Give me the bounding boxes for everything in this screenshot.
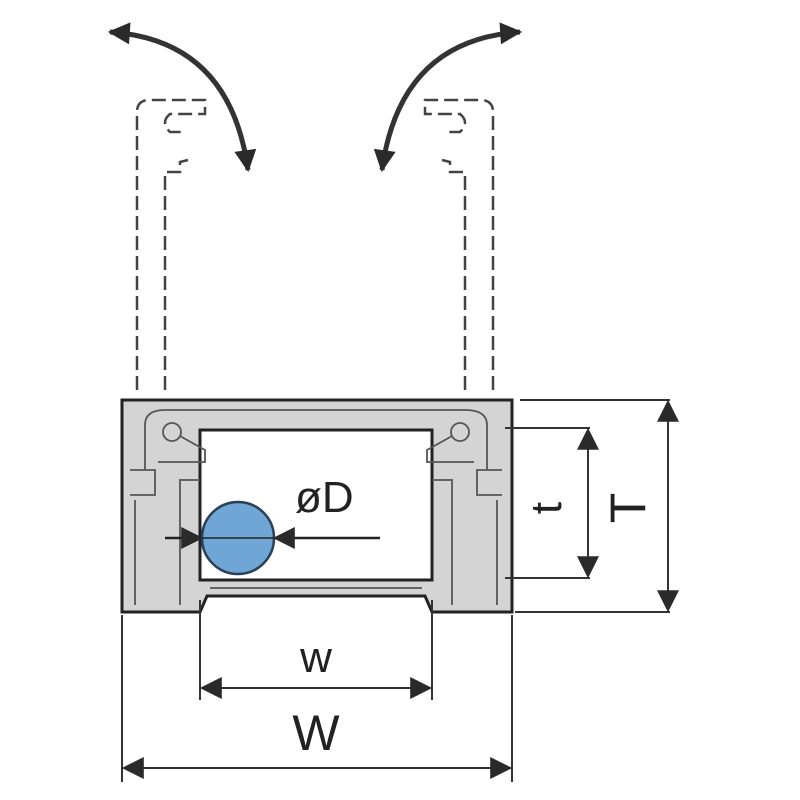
outer-width-label: W	[292, 705, 340, 761]
outer-height-dimension	[515, 399, 679, 613]
open-arrow-right-icon	[373, 22, 523, 173]
inner-height-label: t	[522, 502, 571, 514]
opened-cover-right	[423, 98, 495, 390]
inner-width-dimension	[199, 600, 433, 700]
inner-width-label: w	[299, 633, 332, 682]
opened-cover-left	[135, 98, 207, 390]
inner-height-dimension	[505, 427, 599, 579]
open-arrow-left-icon	[107, 22, 257, 173]
diameter-label: øD	[295, 473, 354, 522]
outer-width-dimension	[121, 615, 513, 782]
outer-height-label: T	[600, 493, 656, 524]
